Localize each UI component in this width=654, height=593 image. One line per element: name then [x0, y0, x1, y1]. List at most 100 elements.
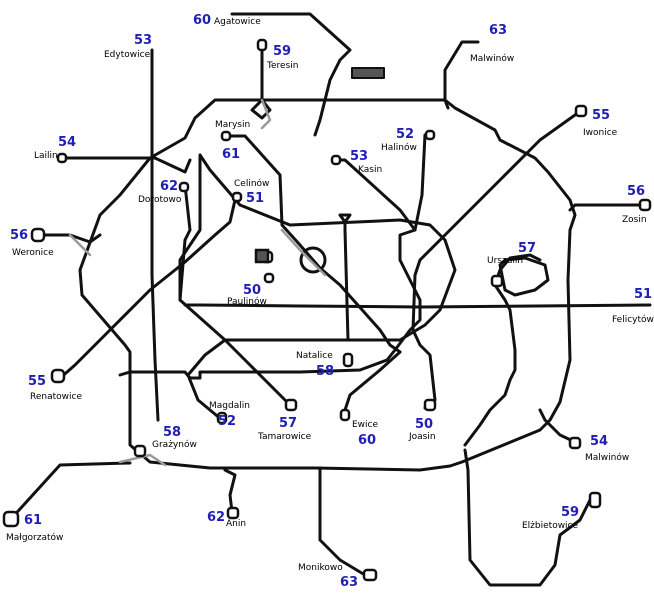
station-name-iwonice: Iwonice	[583, 128, 618, 138]
line-63-south-track	[318, 466, 377, 577]
line-58-track	[338, 213, 352, 342]
station-name-urszulin: Urszulin	[487, 256, 524, 266]
station-name-monikowo: Monikowo	[298, 563, 343, 573]
station-name-weronice: Weronice	[12, 248, 54, 258]
line-62-anin-number: 62	[207, 510, 226, 525]
station-name-anin: Anin	[226, 519, 247, 529]
stop-zosin	[638, 198, 652, 212]
line-61-track	[223, 134, 402, 354]
station-name-halinow: Halinów	[381, 143, 417, 153]
stop-monikowo	[362, 568, 378, 582]
line-54-number: 54	[58, 135, 77, 150]
stop-celinow-square	[254, 248, 270, 264]
line-56-weronice-track	[38, 233, 102, 244]
line-58-number: 58	[316, 364, 335, 379]
line-50-joasin-number: 50	[415, 417, 434, 432]
stop-iwonice	[574, 104, 588, 118]
line-53-track	[150, 48, 160, 422]
stop-elzbietowice	[588, 491, 602, 509]
grey-segment-grazynow	[118, 453, 167, 467]
station-name-grazynow: Grażynów	[152, 440, 197, 450]
line-54-track	[58, 156, 192, 174]
line-62-anin-track	[223, 468, 237, 514]
stop-urszulin	[490, 274, 504, 288]
line-61-number: 61	[222, 147, 241, 162]
stop-paulinow	[263, 272, 275, 284]
line-57-urszulin-loop	[498, 256, 550, 297]
line-62-number: 62	[160, 179, 179, 194]
line-53-kasin-number: 53	[350, 149, 369, 164]
station-60-marker	[351, 67, 385, 79]
stop-kasin	[330, 154, 342, 166]
stop-weronice	[30, 227, 46, 243]
station-name-felicytow: Felicytów	[612, 315, 654, 325]
line-60-ewice-track	[343, 350, 402, 412]
line-63-number: 63	[489, 23, 508, 38]
stop-malgorzatow	[2, 510, 20, 528]
station-name-malgorzatow: Małgorzatów	[6, 533, 64, 543]
station-name-elzbietowice: Elżbietowice	[522, 521, 579, 531]
stop-halinow	[424, 129, 436, 141]
grey-segment-teresin	[260, 98, 272, 130]
stop-magdalin	[216, 411, 228, 425]
line-51-track	[183, 303, 652, 309]
line-56-weronice-number: 56	[10, 228, 29, 243]
grey-segment-weronice	[68, 233, 92, 257]
line-60-number: 60	[193, 13, 212, 28]
stop-lailin	[56, 152, 68, 164]
station-name-malwinow-north: Malwinów	[470, 54, 515, 64]
station-name-marysin: Marysin	[215, 120, 251, 130]
line-55-number: 55	[592, 108, 611, 123]
stop-natalice	[342, 352, 354, 368]
station-name-kasin: Kasin	[358, 165, 383, 175]
ring-line	[78, 98, 577, 472]
line-54-malwinow-track	[538, 408, 577, 444]
line-55-renatowice-number: 55	[28, 374, 47, 389]
line-59-elzbietowice-number: 59	[561, 505, 580, 520]
station-name-dorotowo: Dorotowo	[138, 195, 182, 205]
station-name-ewice: Ewice	[352, 420, 379, 430]
line-52-magdalin-track	[186, 338, 227, 422]
line-52-number: 52	[396, 127, 415, 142]
line-57-tamarowice-number: 57	[279, 416, 298, 431]
stop-dorotowo	[178, 181, 190, 193]
center-loop	[299, 246, 327, 274]
station-name-renatowice: Renatowice	[30, 392, 82, 402]
line-53-number: 53	[134, 33, 153, 48]
line-58-grazynow-number: 58	[163, 425, 182, 440]
line-59-number: 59	[273, 44, 292, 59]
line-62-track	[178, 183, 192, 302]
line-59-south-loop	[463, 448, 597, 587]
station-name-edytowice: Edytowice	[104, 50, 151, 60]
stop-ewice	[339, 408, 351, 422]
line-55-renatowice-track	[56, 198, 237, 382]
stop-malwinow-s	[568, 436, 582, 450]
line-52-track	[118, 133, 432, 380]
stop-renatowice	[50, 368, 66, 384]
stop-joasin	[423, 398, 437, 412]
stop-marysin	[220, 130, 232, 142]
line-61-malgorzatow-number: 61	[24, 513, 43, 528]
line-60-track	[230, 12, 352, 137]
grey-segment-center	[280, 228, 327, 277]
stop-tamarowice	[284, 398, 298, 412]
line-59-track	[250, 40, 272, 120]
station-name-zosin: Zosin	[622, 215, 647, 225]
line-63-monikowo-number: 63	[340, 575, 359, 590]
station-name-malwinow-south: Malwinów	[585, 453, 630, 463]
line-57-tamarowice-track	[223, 338, 292, 407]
line-55-track	[411, 108, 584, 410]
line-61-malgorzatow-track	[8, 461, 132, 522]
line-63-north-track	[443, 40, 480, 110]
station-name-teresin: Teresin	[267, 61, 299, 71]
station-name-paulinow: Paulinów	[227, 297, 267, 307]
line-50-number: 50	[243, 283, 262, 298]
station-name-agatowice: Agatowice	[214, 17, 261, 27]
station-name-magdalin: Magdalin	[209, 401, 250, 411]
stop-anin	[226, 506, 240, 520]
station-name-natalice: Natalice	[296, 351, 333, 361]
station-name-joasin: Joasin	[409, 432, 436, 442]
terminal-stops	[2, 38, 652, 582]
line-56-number: 56	[627, 184, 646, 199]
